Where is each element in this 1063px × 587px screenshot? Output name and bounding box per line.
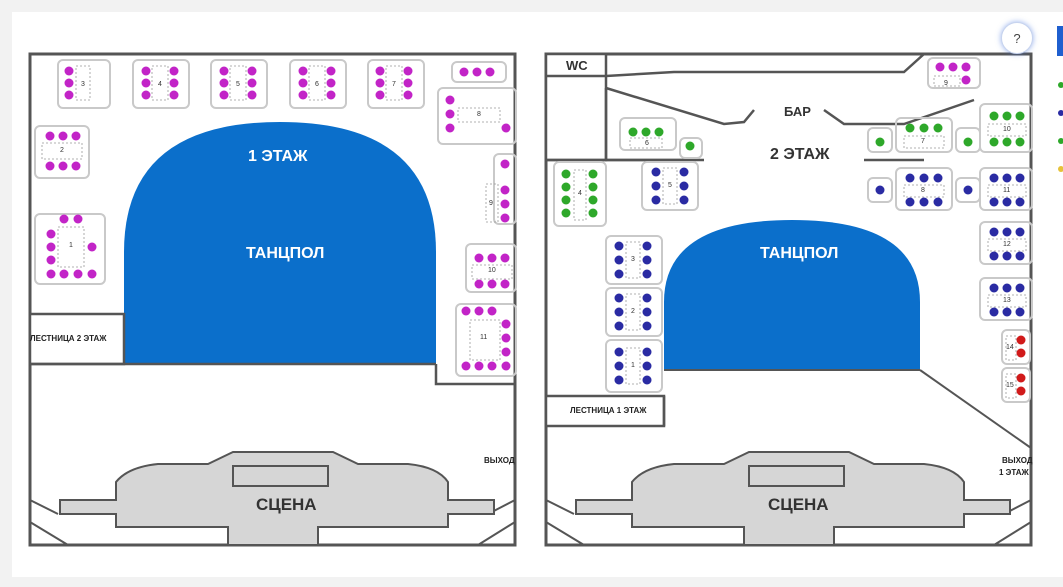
floor2-table-3[interactable]: 3	[631, 256, 635, 263]
floor2-dancefloor	[664, 220, 920, 370]
floor2-table-1[interactable]: 1	[631, 362, 635, 369]
legend-blue-dot	[1058, 110, 1063, 116]
legend-yellow-dot	[1058, 166, 1063, 172]
floor1-dancefloor	[124, 122, 436, 364]
floor2-exit-label-line2: 1 ЭТАЖ	[999, 468, 1029, 477]
floor2-table-7[interactable]: 7	[921, 138, 925, 145]
floor1-stage-label: СЦЕНА	[256, 495, 317, 514]
floor1-dancefloor-label: ТАНЦПОЛ	[246, 245, 325, 262]
floor1-stage	[59, 451, 495, 546]
floor2-table-15[interactable]: 15	[1006, 382, 1014, 389]
floor1-table-2[interactable]: 2	[60, 147, 64, 154]
floor1-title: 1 ЭТАЖ	[248, 148, 308, 165]
floor2-table-10[interactable]: 10	[1003, 126, 1011, 133]
legend-green-dot-2	[1058, 138, 1063, 144]
floor2-table-6[interactable]: 6	[645, 140, 649, 147]
floor2-stage-label: СЦЕНА	[768, 495, 829, 514]
help-button[interactable]: ?	[1001, 22, 1033, 54]
floor1-table-1[interactable]: 1	[69, 242, 73, 249]
floor2-table-2[interactable]: 2	[631, 308, 635, 315]
floor2-exit-label-line1: ВЫХОД	[1002, 456, 1033, 465]
floor2-dancefloor-label: ТАНЦПОЛ	[760, 245, 839, 262]
floor1-stairs-label: ЛЕСТНИЦА 2 ЭТАЖ	[30, 334, 107, 343]
floor1-table-10[interactable]: 10	[488, 267, 496, 274]
floor2-map	[544, 52, 1033, 547]
floor2-table-4[interactable]: 4	[578, 190, 582, 197]
floor2-table-11[interactable]: 11	[1003, 187, 1011, 194]
floor2-table-5[interactable]: 5	[668, 182, 672, 189]
floor1-table-6[interactable]: 6	[315, 81, 319, 88]
floor2-wc-label: WC	[566, 58, 588, 73]
floor1-map	[28, 52, 517, 547]
floor2-table-12[interactable]: 12	[1003, 241, 1011, 248]
floor1-table-7[interactable]: 7	[392, 81, 396, 88]
floor1-table-4[interactable]: 4	[158, 81, 162, 88]
side-panel-edge	[1057, 26, 1063, 56]
floor2-plan: 9 6 7 10 8 11 12 13 4 5 3 2 1 14 15 WC Б…	[544, 52, 1033, 547]
floor1-table-11[interactable]: 11	[480, 334, 488, 341]
floor2-bar-label: БАР	[784, 104, 811, 119]
floor1-table-9[interactable]: 9	[489, 200, 493, 207]
floor2-table-9[interactable]: 9	[944, 80, 948, 87]
floor2-stage	[575, 451, 1011, 546]
floor2-table-14[interactable]: 14	[1006, 344, 1014, 351]
floor2-table-8[interactable]: 8	[921, 187, 925, 194]
floor1-plan: 3 4 5 6 7 8 2 1 9 10 11 1 ЭТАЖ ТАНЦПОЛ Л…	[28, 52, 517, 547]
legend-green-dot	[1058, 82, 1063, 88]
floor1-table-3[interactable]: 3	[81, 81, 85, 88]
floor1-table-5[interactable]: 5	[236, 81, 240, 88]
floor2-title: 2 ЭТАЖ	[770, 146, 830, 163]
floor1-table-8[interactable]: 8	[477, 111, 481, 118]
floor2-table-13[interactable]: 13	[1003, 297, 1011, 304]
floor1-exit-label: ВЫХОД	[484, 456, 515, 465]
floor2-stairs-label: ЛЕСТНИЦА 1 ЭТАЖ	[570, 406, 647, 415]
